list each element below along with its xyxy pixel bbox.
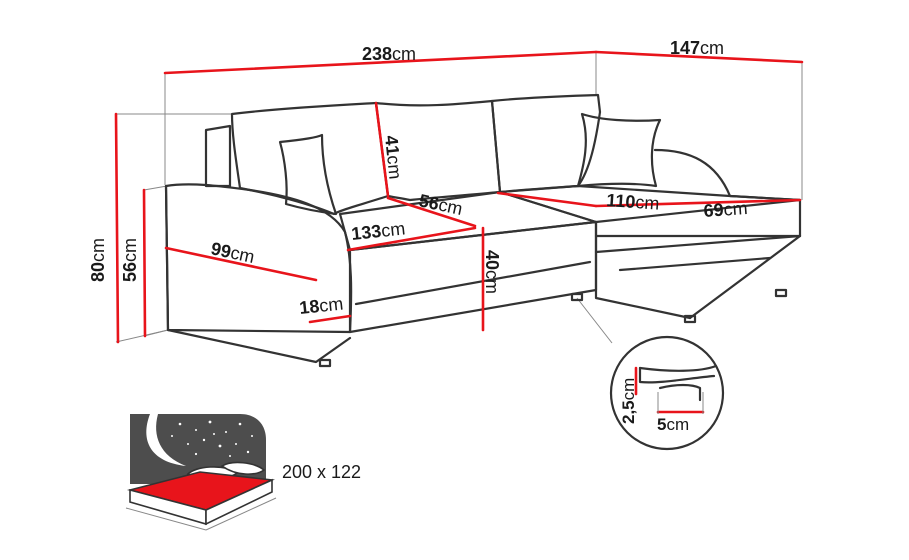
extension-lines	[115, 52, 803, 344]
throw-pillow-right	[576, 112, 662, 188]
throw-pillow-left	[278, 133, 338, 216]
seat-height-label: 40cm	[482, 250, 502, 294]
chaise-width-label: 69cm	[703, 198, 748, 221]
total-height-label: 80cm	[88, 238, 108, 282]
leg-height-label: 2,5cm	[619, 378, 638, 424]
sofa-leg	[683, 314, 697, 324]
total-width-label: 238cm	[362, 44, 416, 64]
bed-size-label: 200 x 122	[282, 462, 361, 482]
back-cushion-height-label: 41cm	[381, 134, 405, 180]
sofa-leg	[570, 292, 584, 302]
sofa-drawing	[164, 93, 802, 368]
sofa-leg	[318, 358, 332, 368]
arm-height-label: 56cm	[120, 238, 140, 282]
seat-width-label: 133cm	[350, 218, 406, 244]
stars-icon	[171, 420, 253, 457]
dimension-lines	[114, 50, 804, 344]
left-armrest	[164, 183, 353, 334]
back-cushion-middle	[374, 99, 502, 202]
side-depth-label: 99cm	[209, 238, 256, 267]
chaise-depth-label: 147cm	[670, 38, 724, 58]
sofa-leg	[774, 288, 788, 298]
arm-width-label: 18cm	[298, 293, 344, 317]
bed-icon: 200 x 122	[125, 414, 361, 531]
seat-depth-label: 56cm	[417, 190, 464, 219]
leg-detail-callout: 2,5cm 5cm	[609, 335, 725, 451]
leg-width-label: 5cm	[657, 415, 689, 434]
back-cushion-right	[490, 93, 602, 194]
chaise-length-label: 110cm	[606, 190, 660, 214]
dimension-labels: 238cm 147cm 80cm 56cm 41cm 56cm 110cm 69…	[88, 38, 748, 318]
back-cushion-left	[230, 101, 390, 216]
